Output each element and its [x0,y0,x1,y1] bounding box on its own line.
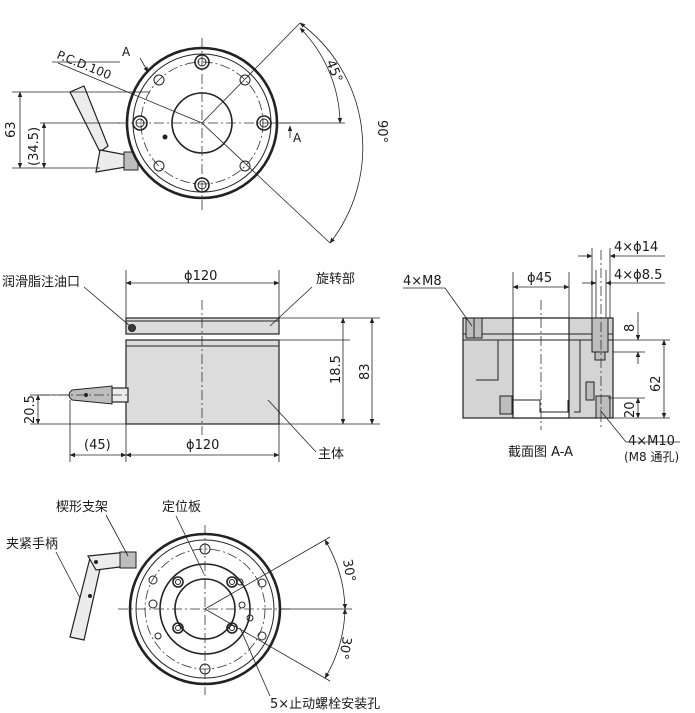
label-lube-port: 润滑脂注油口 [2,275,80,290]
dim-dia-45: ϕ45 [527,271,552,286]
holes-m10: 4×M10 [628,434,675,449]
dim-83: 83 [358,363,373,380]
section-label-a-right: A [293,131,302,145]
label-rotating-part: 旋转部 [316,272,355,287]
label-wedge-bracket: 楔形支架 [56,500,108,515]
dim-62: 62 [649,375,664,392]
section-caption: 截面图 A-A [508,445,573,460]
front-view: ϕ120 18.5 83 20.5 (45) ϕ120 润滑脂注油口 旋转部 主… [2,269,380,462]
dim-8: 8 [623,324,638,332]
bottom-holes [148,543,267,675]
angle-30-upper: 30° [339,558,358,583]
front-handle [40,385,130,405]
angle-30-lower: 30° [335,635,354,660]
m8-through-note: (M8 通孔) [624,450,679,464]
bottom-view-handle [69,551,137,641]
bottom-view: 30° 30° 楔形支架 定位板 夹紧手柄 5×止动螺栓安装孔 [6,500,380,712]
label-main-body: 主体 [318,447,344,462]
top-view: A A P.C.D.100 63 (34.5) 45° 90° [4,22,389,244]
section-marker-a: A A [122,45,302,145]
holes-m8: 4×M8 [403,274,442,289]
angle-90: 90° [374,120,389,143]
main-body [125,339,280,425]
dim-45: (45) [84,438,111,453]
angle-45: 45° [322,58,345,85]
top-bolt-holes [132,54,272,193]
holes-dia-8-5: 4×ϕ8.5 [614,268,662,283]
dim-20: 20 [623,401,638,418]
label-locating-plate: 定位板 [162,500,201,515]
label-clamp-handle: 夹紧手柄 [6,537,58,552]
section-view: ϕ45 4×ϕ14 4×ϕ8.5 8 62 20 4×M8 4×M10 (M8 … [403,240,680,464]
dim-dia-120-top: ϕ120 [184,269,217,284]
dim-63: 63 [4,121,19,138]
holes-dia-14: 4×ϕ14 [614,240,658,255]
section-label-a-top: A [122,45,131,59]
label-stop-bolt-holes: 5×止动螺栓安装孔 [270,697,380,712]
rotating-plate [125,317,280,335]
dim-dia-120-bottom: ϕ120 [186,438,219,453]
dim-18-5: 18.5 [329,355,344,384]
dim-34-5: (34.5) [27,127,42,166]
dim-20-5: 20.5 [23,395,38,424]
